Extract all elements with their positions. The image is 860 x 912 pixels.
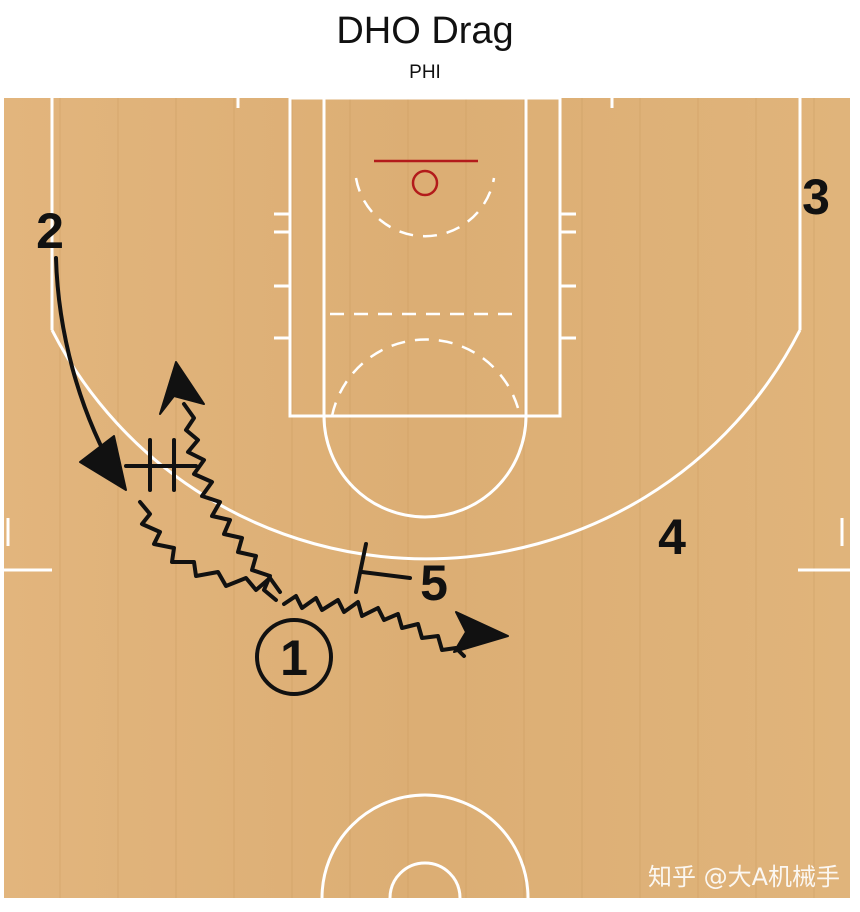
wood-grain — [59, 98, 815, 898]
basket — [374, 159, 478, 197]
arrow-right — [453, 611, 509, 653]
dribble-path-a — [138, 500, 282, 594]
court-lines — [4, 96, 850, 899]
dashed-lines — [330, 177, 522, 417]
dribble-path-b — [182, 402, 278, 602]
team-label: PHI — [409, 62, 441, 83]
arrow-2 — [79, 435, 127, 491]
player-2: 2 — [36, 203, 64, 259]
player-1: 1 — [280, 630, 308, 686]
play-title: DHO Drag — [336, 10, 514, 52]
rim-circle — [411, 169, 439, 197]
dribble-path-c — [282, 594, 466, 658]
watermark: 知乎 @大A机械手 — [647, 863, 840, 891]
player-3: 3 — [802, 169, 830, 225]
screen-5-stem — [354, 542, 368, 594]
arrowheads — [79, 361, 509, 653]
screen-5-bar — [360, 570, 412, 580]
player-4: 4 — [658, 509, 686, 565]
hardwood-floor — [4, 98, 850, 898]
player-1-circle — [255, 618, 333, 696]
player-5: 5 — [420, 555, 448, 611]
arrow-up — [159, 361, 205, 415]
